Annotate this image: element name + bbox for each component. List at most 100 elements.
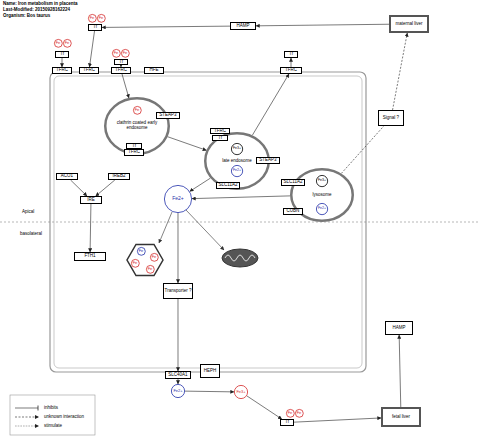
legend-label: unknown interaction xyxy=(44,415,84,420)
compartment-ellipse: clathrin coated early endosomeFeSTEAP3Tf… xyxy=(104,97,170,155)
gene-box: TFRC xyxy=(52,67,72,74)
gene-box: Tf xyxy=(114,59,128,65)
gene-box: STEAP3 xyxy=(256,157,280,164)
gene-box: TFRC xyxy=(280,67,302,74)
connector xyxy=(177,213,178,283)
metabolite-circle: Fe xyxy=(121,49,130,58)
metabolite-circle: Fe xyxy=(97,14,106,23)
flow-line xyxy=(186,210,224,250)
circle-ring xyxy=(97,14,105,22)
node-label: Tf xyxy=(289,52,293,57)
gene-box: STEAP3 xyxy=(156,112,180,119)
gene-box: FTH1 xyxy=(74,252,106,261)
legend-sample xyxy=(14,414,40,420)
connector xyxy=(294,418,381,422)
metabolite-circle: Fe xyxy=(133,106,142,115)
gene-box: Tf xyxy=(55,51,69,58)
legend-sample xyxy=(14,423,40,429)
node-label: ACO1 xyxy=(61,174,73,179)
node-label: Fe2+ xyxy=(172,196,184,202)
circle-ring xyxy=(234,385,247,398)
gene-box: HFE xyxy=(144,67,164,74)
header-text: Last-Modified: 20150928162224 xyxy=(3,8,70,13)
node-label: Transporter ? xyxy=(165,289,192,294)
gene-box: IRE xyxy=(80,196,102,204)
connector xyxy=(291,58,292,67)
legend-line xyxy=(15,426,38,427)
node-label: Fe xyxy=(65,41,70,45)
compartment-label: lysosome xyxy=(297,193,347,198)
gene-box: TFRC xyxy=(210,128,230,134)
circle-ring xyxy=(150,253,158,261)
gene-box: TFRC xyxy=(111,67,131,74)
node-label: Fe3+ xyxy=(236,390,245,394)
metabolite-circle: Fe xyxy=(137,247,146,256)
gene-box: HAMP xyxy=(385,321,413,335)
node-label: Fe2+ xyxy=(318,207,326,211)
node-label: FTH1 xyxy=(84,254,95,259)
circle-ring xyxy=(131,259,139,267)
node-label: TFRC xyxy=(56,68,68,73)
connector xyxy=(102,26,230,27)
connector xyxy=(177,299,178,371)
legend-sample xyxy=(14,405,40,411)
gene-box: Tf xyxy=(284,51,298,58)
connector xyxy=(247,396,282,419)
organ-box: maternal liver xyxy=(389,15,429,33)
gene-box: ACO1 xyxy=(56,173,78,180)
node-label: IRE xyxy=(87,198,95,203)
gene-box: Tf xyxy=(212,135,228,141)
node-label: Fe xyxy=(133,261,138,265)
connector xyxy=(178,379,179,384)
node-label: maternal liver xyxy=(395,22,422,27)
node-label: TFRC xyxy=(115,68,127,73)
circle-ring xyxy=(137,247,145,255)
connector xyxy=(190,178,211,191)
node-label: Fe xyxy=(152,255,157,259)
gene-box: IREB2 xyxy=(108,173,130,180)
connector xyxy=(90,204,92,252)
node-label: Fe xyxy=(90,16,95,20)
connector xyxy=(71,180,87,196)
legend-line xyxy=(15,417,38,418)
node-label: Tf xyxy=(218,136,222,141)
flow-line xyxy=(159,212,172,243)
node-label: Tf xyxy=(60,52,64,57)
connector xyxy=(96,180,115,196)
legend-row: inhibits xyxy=(14,405,58,411)
gene-box: Transporter ? xyxy=(163,283,194,299)
node-label: HAMP xyxy=(392,326,405,331)
node-label: Fe2+ xyxy=(233,169,241,173)
connector xyxy=(89,31,94,67)
gene-box: Tf xyxy=(280,419,294,426)
metabolite-circle: Fe xyxy=(112,49,121,58)
compartment-membrane xyxy=(105,98,169,154)
metabolite-circle: Fe3+ xyxy=(316,175,328,187)
legend-frame xyxy=(10,395,95,435)
node-label: Fe xyxy=(56,41,61,45)
circle-ring xyxy=(88,14,96,22)
mitochondrion xyxy=(222,249,258,267)
gene-box: CUBN xyxy=(283,208,303,215)
node-label: Fe3+ xyxy=(318,179,326,183)
node-label: Fe xyxy=(288,411,293,415)
circle-ring xyxy=(63,39,71,47)
connector xyxy=(122,74,129,98)
node-label: CUBN xyxy=(287,209,300,214)
node-label: HAMP xyxy=(236,24,249,29)
metabolite-circle: Fe xyxy=(54,39,63,48)
header-text: Organism: Bos taurus xyxy=(3,14,50,19)
node-label: Fe xyxy=(114,51,119,55)
metabolite-circle: Fe2+ xyxy=(316,203,328,215)
connector xyxy=(252,74,289,135)
metabolite-circle: Fe xyxy=(131,259,140,268)
connector xyxy=(168,137,207,151)
legend-bar xyxy=(38,406,39,411)
gene-box: SLC11A2 xyxy=(216,182,240,189)
gene-box: SLC11A2 xyxy=(281,179,305,186)
header-text: Name: Iron metabolism in placenta xyxy=(3,2,78,7)
node-label: Fe3+ xyxy=(233,147,241,151)
compartment-ellipse: late endosomeTFRCTfFe3+Fe2+STEAP3SLC11A2 xyxy=(204,132,270,190)
gene-box: HAMP xyxy=(230,22,256,30)
